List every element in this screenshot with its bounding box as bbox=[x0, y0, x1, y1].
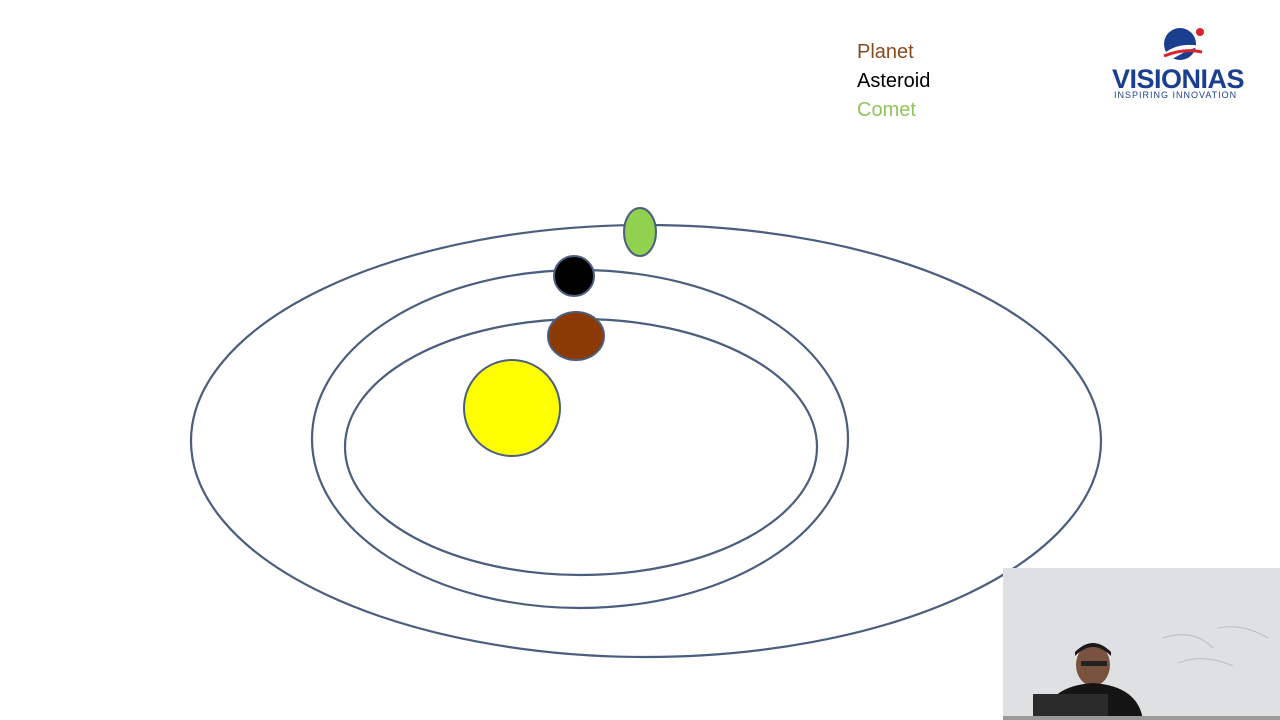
legend-asteroid: Asteroid bbox=[857, 70, 931, 92]
legend: Planet Asteroid Comet bbox=[857, 38, 930, 125]
logo-tagline: INSPIRING INNOVATION bbox=[1114, 90, 1238, 100]
vision-ias-logo: VISIONIAS INSPIRING INNOVATION bbox=[1108, 22, 1258, 102]
sun bbox=[463, 359, 561, 457]
logo-ias: IAS bbox=[1200, 64, 1245, 94]
comet-orbit bbox=[189, 223, 1103, 659]
planet bbox=[547, 311, 605, 361]
presenter-video-icon bbox=[1003, 568, 1280, 720]
asteroid bbox=[553, 255, 595, 297]
logo-emblem-icon bbox=[1163, 28, 1204, 62]
webcam-overlay bbox=[1003, 568, 1280, 720]
logo-wordmark: VISIONIAS bbox=[1112, 64, 1245, 95]
legend-comet: Comet bbox=[857, 99, 916, 121]
logo-vision: VISION bbox=[1112, 64, 1201, 94]
comet bbox=[623, 207, 657, 257]
legend-planet: Planet bbox=[857, 41, 914, 63]
